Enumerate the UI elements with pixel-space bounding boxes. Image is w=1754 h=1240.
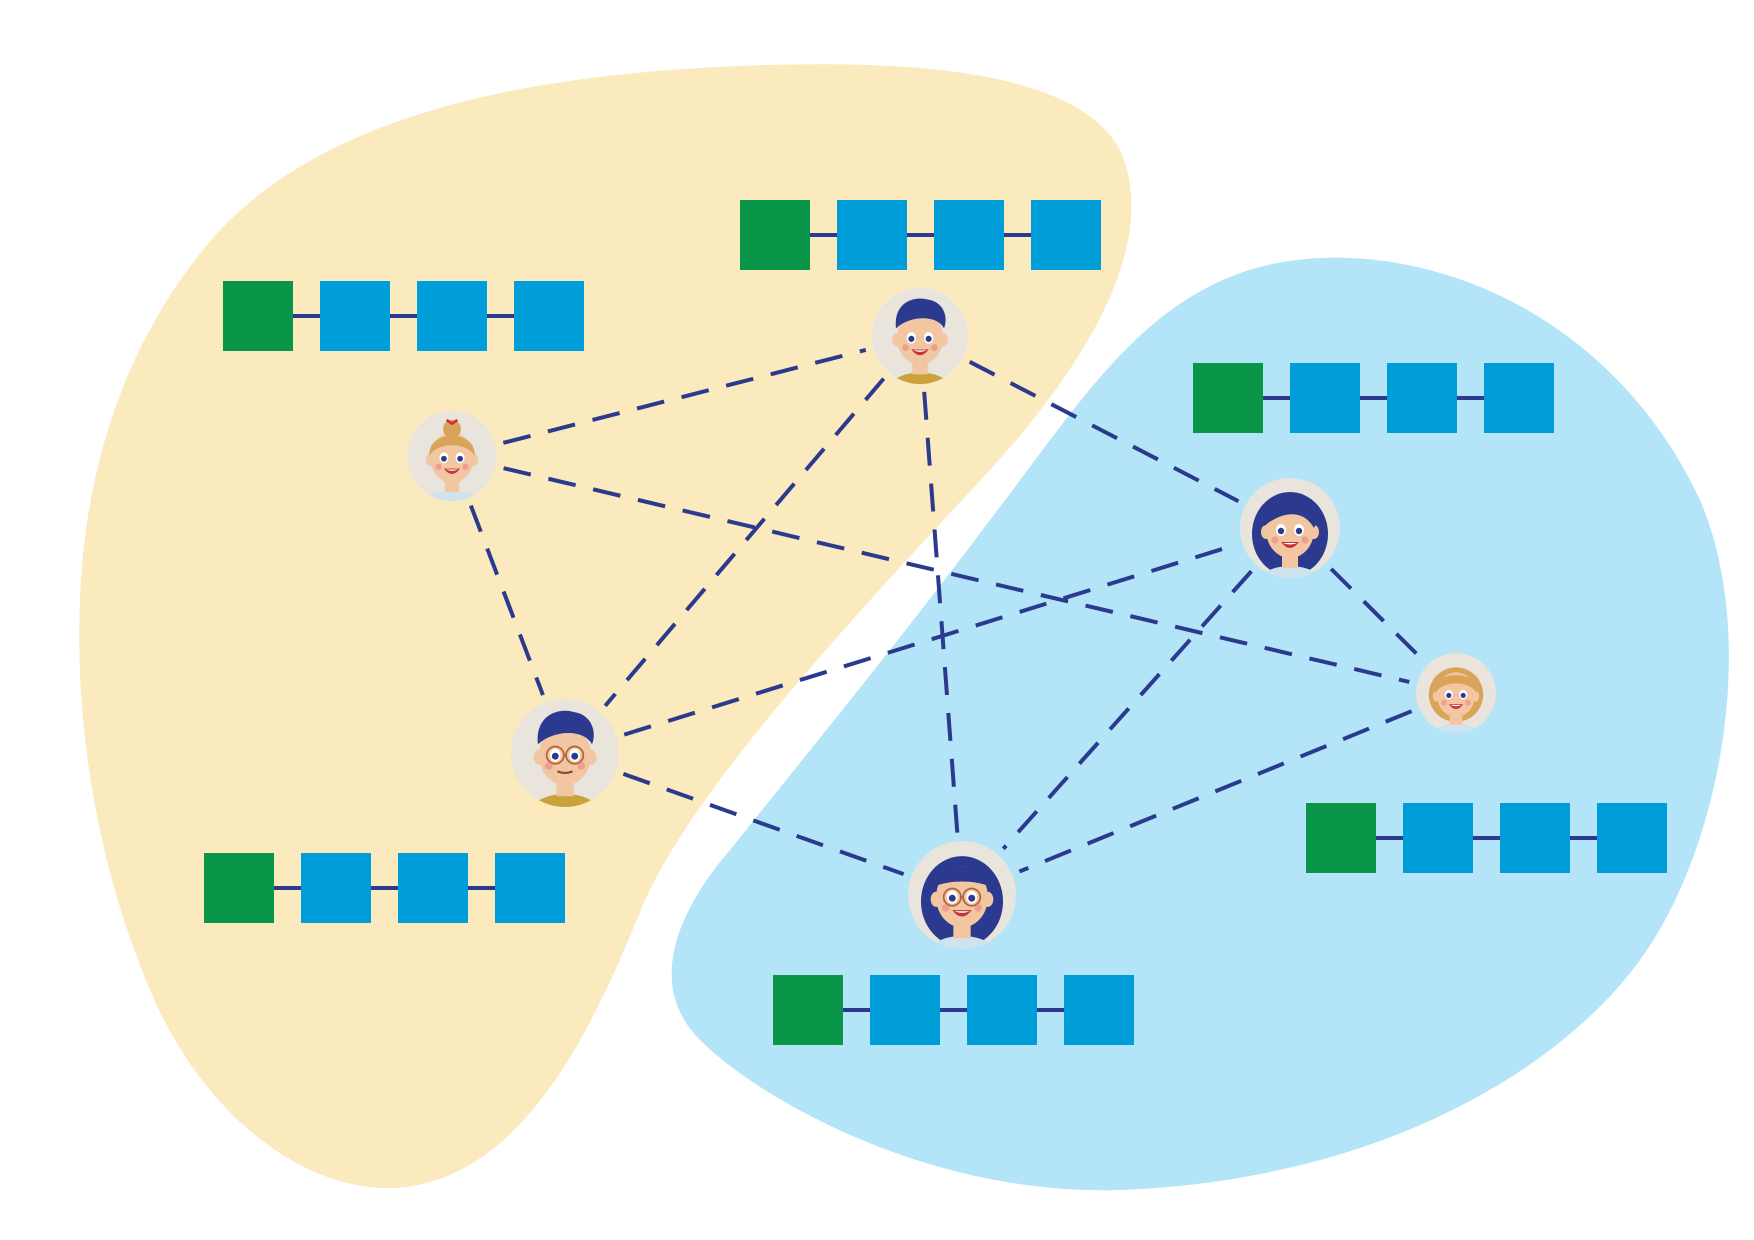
edge-man-smile-woman-curly (968, 360, 1240, 504)
edge-woman-bun-woman-short (503, 466, 1410, 684)
man-glasses-avatar-icon (511, 699, 619, 808)
chain-block (514, 281, 584, 351)
chain-block (1064, 975, 1134, 1045)
chain-block (398, 853, 468, 923)
chain-block (837, 200, 907, 270)
chain-block (417, 281, 487, 351)
chain-block (934, 200, 1004, 270)
chain-block (1484, 363, 1554, 433)
genesis-block (1306, 803, 1376, 873)
chain-right-bottom (1306, 803, 1667, 873)
genesis-block (204, 853, 274, 923)
edge-woman-curly-woman-short (1329, 567, 1424, 661)
edge-man-smile-woman-bangs (922, 391, 960, 834)
chain-block (1500, 803, 1570, 873)
chain-block (1387, 363, 1457, 433)
chain-block (1403, 803, 1473, 873)
chain-block (1290, 363, 1360, 433)
edge-woman-curly-woman-bangs (1001, 569, 1253, 851)
genesis-block (773, 975, 843, 1045)
genesis-block (223, 281, 293, 351)
genesis-block (740, 200, 810, 270)
chain-block (1031, 200, 1101, 270)
edge-woman-bun-man-glasses (468, 504, 545, 696)
edge-woman-bun-man-smile (502, 347, 867, 445)
edge-man-smile-man-glasses (603, 377, 886, 708)
edge-man-glasses-woman-bangs (622, 771, 905, 877)
edge-man-glasses-woman-curly (623, 543, 1236, 737)
chain-bottom-center (773, 975, 1134, 1045)
chain-block (1597, 803, 1667, 873)
chain-block (320, 281, 390, 351)
chain-block (870, 975, 940, 1045)
genesis-block (1193, 363, 1263, 433)
chain-right-top (1193, 363, 1554, 433)
right-network-region (671, 257, 1729, 1191)
chain-bottom-left (204, 853, 565, 923)
chain-top-center (740, 200, 1101, 270)
chain-block (495, 853, 565, 923)
chains-layer (204, 200, 1667, 1045)
nodes-layer (407, 288, 1496, 950)
edge-woman-short-woman-bangs (1018, 709, 1413, 874)
chain-block (967, 975, 1037, 1045)
chain-top-left (223, 281, 584, 351)
chain-block (301, 853, 371, 923)
woman-curly-avatar-icon (1240, 478, 1340, 578)
edges-layer (468, 347, 1424, 877)
